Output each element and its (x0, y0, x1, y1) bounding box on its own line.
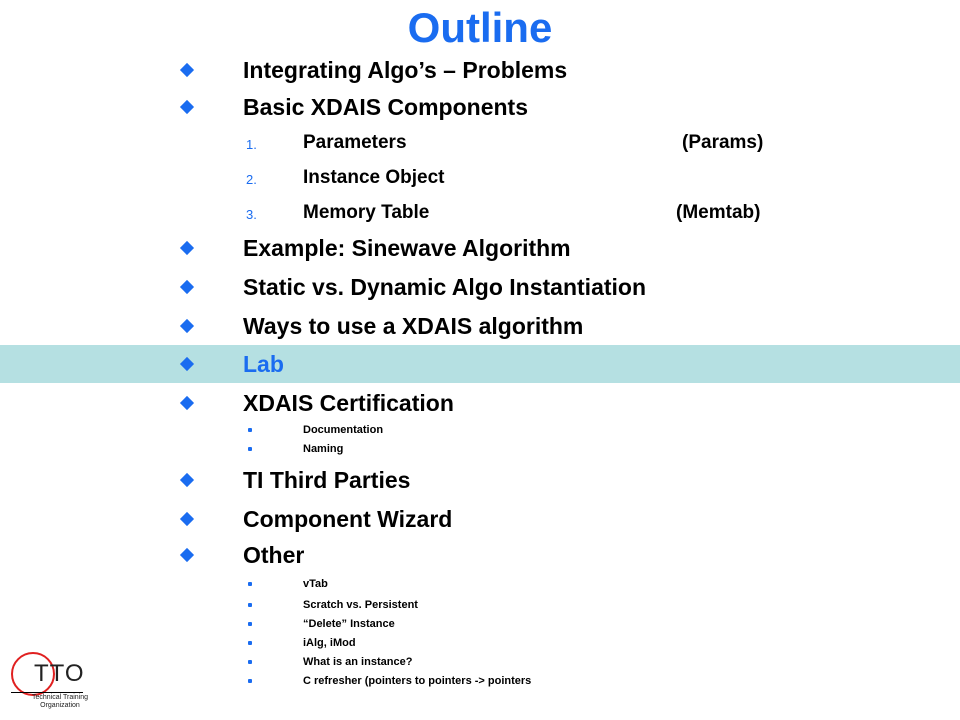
component-note-params: (Params) (682, 132, 764, 153)
diamond-bullet-icon (179, 279, 195, 295)
small-bullet-icon (248, 622, 252, 626)
other-sub-vtab: vTab (303, 578, 328, 590)
logo-ring-icon (11, 652, 55, 696)
outline-item-wizard: Component Wizard (243, 506, 453, 532)
small-bullet-icon (248, 428, 252, 432)
other-sub-c-refresher: C refresher (pointers to pointers -> poi… (303, 675, 532, 687)
list-number: 1. (246, 137, 257, 152)
outline-item-example: Example: Sinewave Algorithm (243, 235, 571, 261)
active-item-highlight (0, 345, 960, 383)
outline-item-third-parties: TI Third Parties (243, 467, 411, 493)
component-instance-object: Instance Object (303, 167, 445, 188)
diamond-bullet-icon (179, 547, 195, 563)
diamond-bullet-icon (179, 62, 195, 78)
cert-sub-naming: Naming (303, 443, 344, 455)
slide-title: Outline (407, 4, 553, 51)
outline-item-lab: Lab (243, 351, 284, 377)
logo-text: TTO (34, 660, 85, 687)
outline-item-integrating: Integrating Algo’s – Problems (243, 57, 568, 83)
small-bullet-icon (248, 679, 252, 683)
diamond-bullet-icon (179, 472, 195, 488)
other-sub-ialg: iAlg, iMod (303, 637, 356, 649)
logo-subtitle: Technical Training Organization (31, 694, 89, 709)
logo-divider (11, 692, 83, 693)
cert-sub-documentation: Documentation (303, 424, 384, 436)
diamond-bullet-icon (179, 395, 195, 411)
diamond-bullet-icon (179, 99, 195, 115)
outline-item-basic-components: Basic XDAIS Components (243, 94, 528, 120)
other-sub-delete: “Delete” Instance (303, 618, 395, 630)
outline-item-certification: XDAIS Certification (243, 390, 454, 416)
other-sub-instance: What is an instance? (303, 656, 413, 668)
small-bullet-icon (248, 641, 252, 645)
component-parameters: Parameters (303, 132, 407, 153)
outline-item-static-dynamic: Static vs. Dynamic Algo Instantiation (243, 274, 647, 300)
small-bullet-icon (248, 660, 252, 664)
outline-item-ways: Ways to use a XDAIS algorithm (243, 313, 584, 339)
outline-item-other: Other (243, 542, 305, 568)
diamond-bullet-icon (179, 511, 195, 527)
diamond-bullet-icon (179, 240, 195, 256)
component-memory-table: Memory Table (303, 202, 430, 223)
small-bullet-icon (248, 447, 252, 451)
component-note-memtab: (Memtab) (676, 202, 761, 223)
diamond-bullet-icon (179, 318, 195, 334)
list-number: 2. (246, 172, 257, 187)
other-sub-scratch: Scratch vs. Persistent (303, 599, 418, 611)
list-number: 3. (246, 207, 257, 222)
small-bullet-icon (248, 582, 252, 586)
small-bullet-icon (248, 603, 252, 607)
